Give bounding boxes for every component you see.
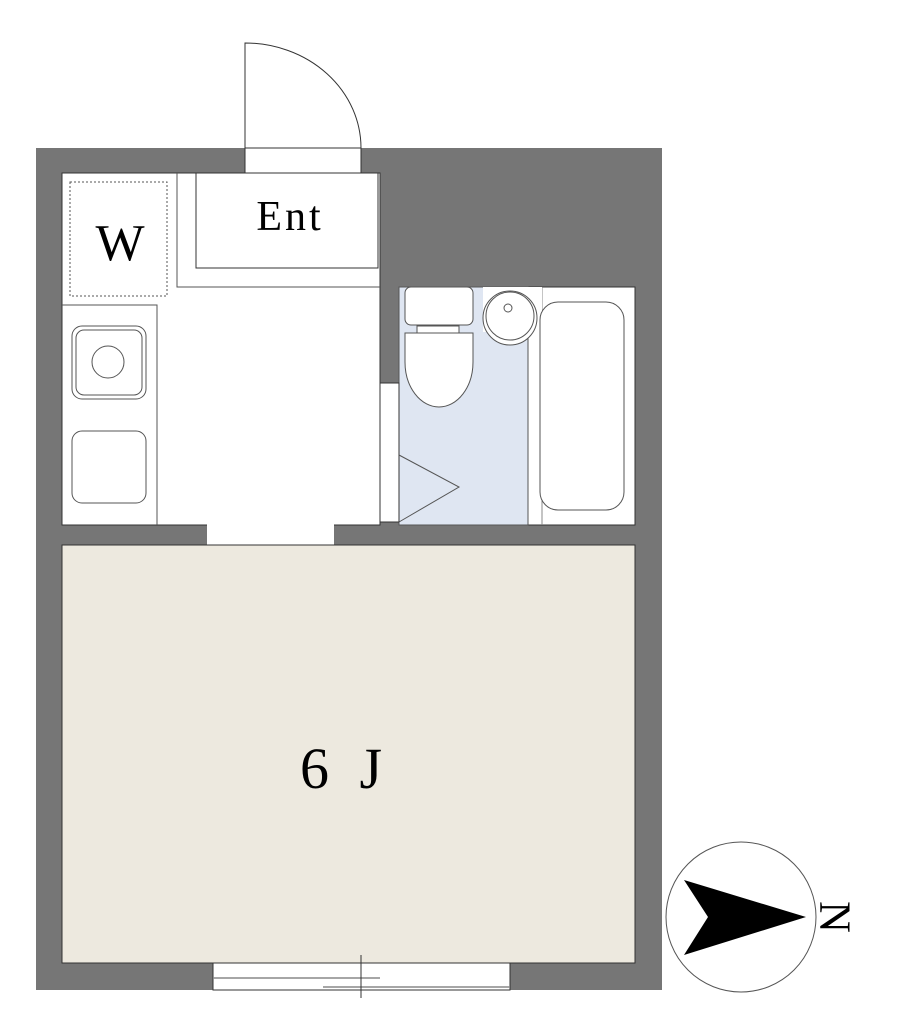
stove: [71, 430, 147, 504]
sink-drain: [91, 345, 125, 379]
toilet-seat-bar: [416, 325, 460, 334]
toilet-bowl: [404, 332, 474, 408]
faucet: [503, 303, 513, 313]
entrance-step: [176, 173, 380, 288]
washer-space: [69, 181, 168, 297]
bathroom-door-swing: [398, 454, 461, 523]
compass: N: [665, 841, 860, 993]
bathtub: [539, 301, 625, 511]
room-label: 6 J: [300, 736, 390, 801]
north-label: N: [811, 901, 860, 933]
room-doorway: [207, 524, 334, 546]
entrance-label: Ent: [256, 194, 323, 240]
bathroom-door-opening: [379, 382, 400, 523]
washbasin: [482, 290, 538, 346]
sink: [71, 325, 147, 400]
sink-basin: [75, 329, 143, 396]
entrance-door-swing: [244, 42, 362, 149]
main-room: [61, 544, 636, 964]
toilet-tank: [404, 286, 474, 326]
compass-arrow-icon: [684, 880, 806, 955]
entrance-door-opening: [244, 147, 362, 174]
washbasin-inner: [485, 291, 535, 341]
kitchen-counter: [62, 304, 158, 525]
washer-label: W: [95, 215, 144, 272]
entrance-area: [195, 172, 379, 269]
